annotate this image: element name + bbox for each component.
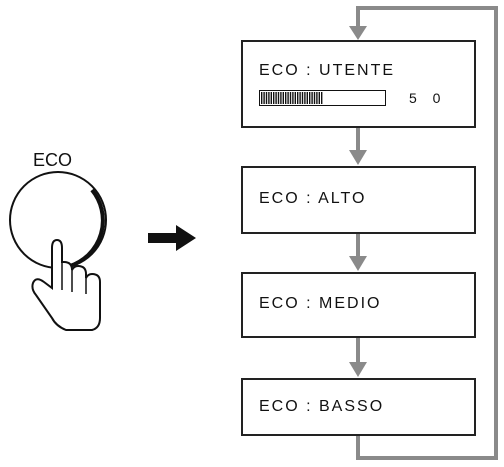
level-bar-tick <box>316 92 318 104</box>
level-bar-tick <box>268 92 270 104</box>
level-bar <box>259 90 386 106</box>
arrowhead-1 <box>349 150 367 165</box>
mode-label: ECO : BASSO <box>259 398 385 415</box>
level-bar-tick <box>275 92 277 104</box>
mode-label: ECO : UTENTE <box>259 62 396 79</box>
level-bar-tick <box>313 92 316 104</box>
level-value: 5 0 <box>409 90 447 106</box>
mode-panel-basso: ECO : BASSO <box>241 378 476 436</box>
level-bar-tick <box>304 92 306 104</box>
level-bar-tick <box>265 92 268 104</box>
level-bar-tick <box>301 92 304 104</box>
level-bar-tick <box>311 92 313 104</box>
level-bar-tick <box>297 92 299 104</box>
level-bar-tick <box>261 92 263 104</box>
level-bar-tick <box>289 92 292 104</box>
arrowhead-2 <box>349 256 367 271</box>
hand-press-icon <box>9 171 107 331</box>
level-bar-tick <box>270 92 272 104</box>
mode-panel-alto: ECO : ALTO <box>241 166 476 234</box>
arrowhead-top <box>349 26 367 40</box>
mode-label: ECO : MEDIO <box>259 295 382 312</box>
level-bar-tick <box>299 92 301 104</box>
right-arrow-icon <box>148 225 196 251</box>
level-bar-tick <box>318 92 320 104</box>
level-bar-fill <box>261 92 323 104</box>
level-bar-tick <box>321 92 323 104</box>
level-bar-tick <box>263 92 265 104</box>
eco-button-label: ECO <box>33 150 73 170</box>
loop-line <box>356 6 498 460</box>
level-bar-tick <box>292 92 294 104</box>
arrowhead-3 <box>349 362 367 377</box>
level-bar-tick <box>287 92 289 104</box>
level-bar-tick <box>285 92 287 104</box>
level-bar-tick <box>309 92 311 104</box>
level-bar-tick <box>306 92 308 104</box>
mode-label: ECO : ALTO <box>259 190 367 207</box>
mode-panel-medio: ECO : MEDIO <box>241 272 476 338</box>
level-bar-tick <box>277 92 280 104</box>
level-bar-tick <box>294 92 296 104</box>
level-bar-tick <box>282 92 284 104</box>
level-bar-tick <box>280 92 282 104</box>
mode-panel-utente: ECO : UTENTE 5 0 <box>241 40 476 128</box>
level-bar-tick <box>273 92 275 104</box>
